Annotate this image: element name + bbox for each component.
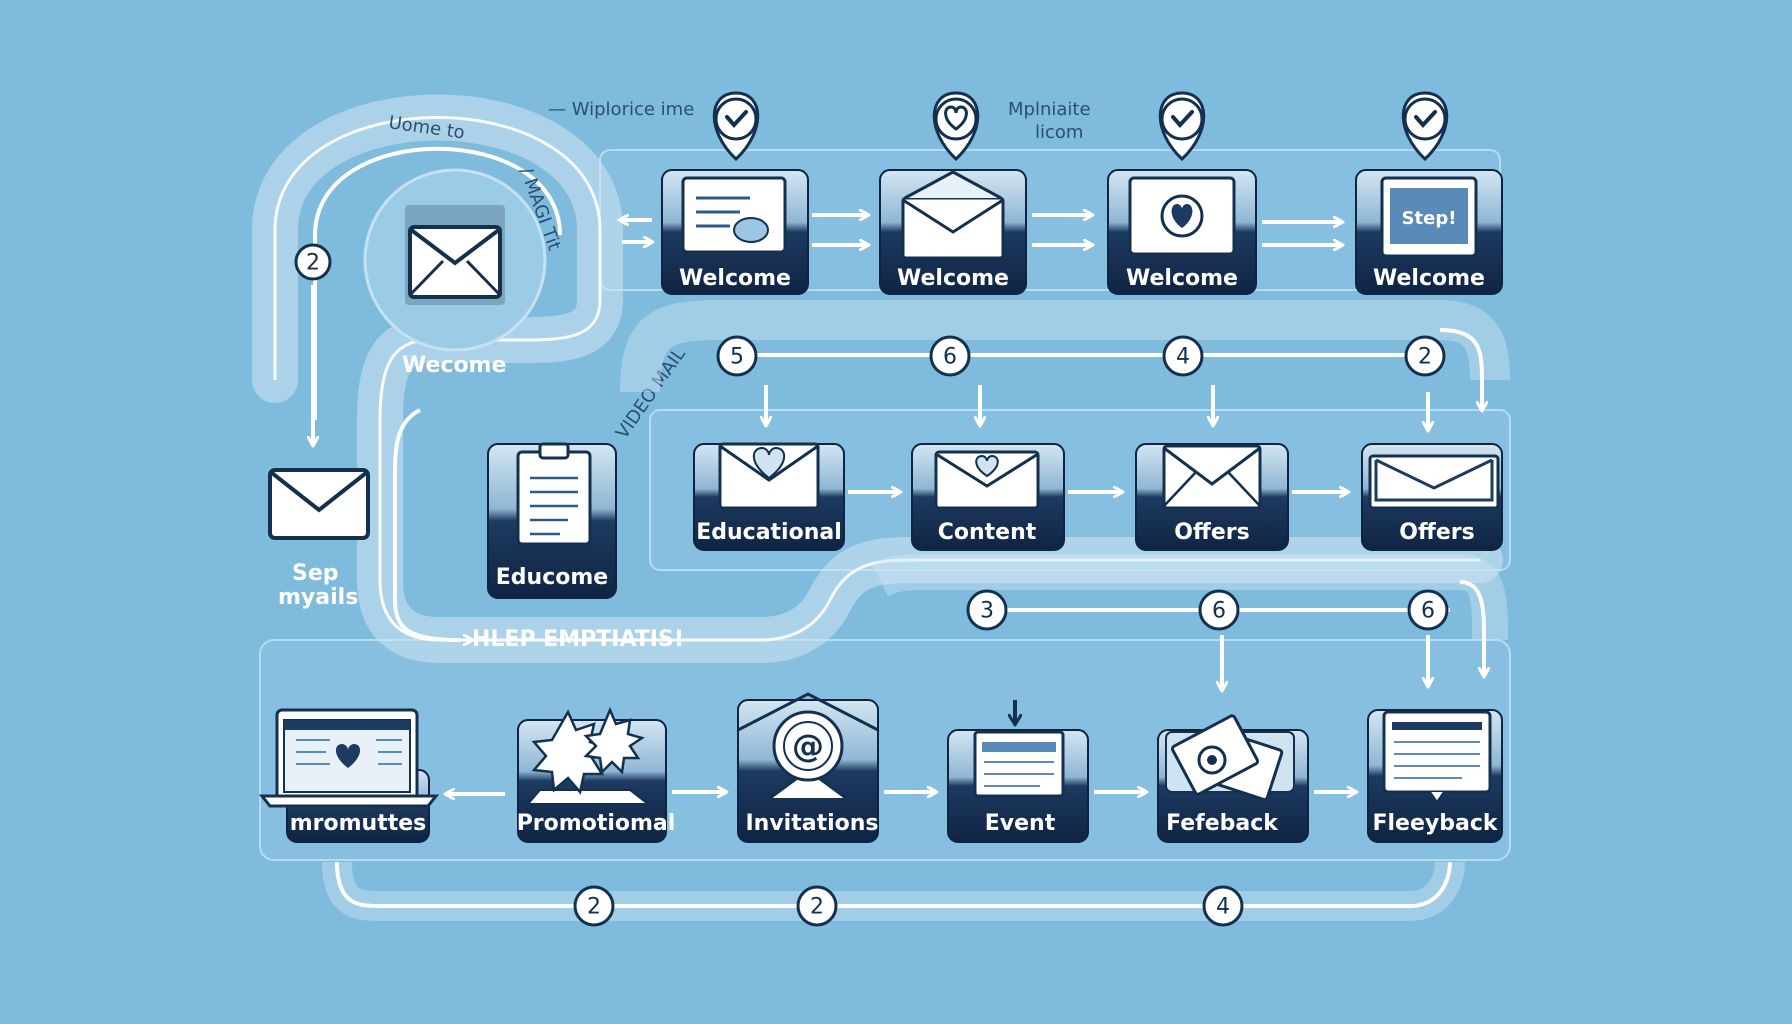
badge-text: 6 [1212,599,1226,624]
row3-node-3[interactable]: @ Invitations [737,692,879,843]
row3-node-6-label: Fleeyback [1372,811,1498,836]
bottom-badges: 2 2 4 [573,885,1244,927]
window-icon [973,730,1065,798]
row3-node-1[interactable]: mromuttes [258,708,440,843]
row3-node-3-label: Invitations [745,811,878,836]
row3-badges: 3 6 6 [966,589,1449,631]
envelope-icon [1162,444,1262,510]
hub-envelope-icon [405,205,505,305]
heart-pin-icon [932,91,980,162]
row3-node-5-label: Fefeback [1166,811,1279,836]
heart-envelope-icon [934,450,1040,510]
row2-node-1-label: Educational [696,520,842,545]
row3-node-4[interactable]: Event [947,729,1089,843]
badge-text: 4 [1216,895,1230,920]
row2-side-node-label: Educome [496,565,608,590]
step-badge: 2 [796,885,838,927]
step-window-text: Step! [1402,208,1457,229]
row1-node-4[interactable]: Step! Welcome [1355,169,1503,295]
row1-node-1-label: Welcome [679,266,791,291]
row2-node-4-label: Offers [1399,520,1474,545]
at-sign-icon: @ [737,692,879,800]
badge-text: 4 [1176,345,1190,370]
row2-node-3-label: Offers [1174,520,1249,545]
badge-text: 2 [1418,345,1432,370]
left-label-1: Sep [292,561,339,586]
step-badge: 6 [929,335,971,377]
caption-top-mid-1: Mplniaite [1008,99,1091,120]
check-pin-icon [1158,91,1206,162]
row3-node-4-label: Event [985,811,1056,836]
hub-badge: 2 [294,243,332,281]
badge-text: 5 [730,345,744,370]
badge-text: 6 [1421,599,1435,624]
caption-top-left: — Wiplorice ime [548,99,694,120]
step-badge: 2 [1404,335,1446,377]
caption-top-mid-2: licom [1035,122,1083,143]
row1-node-1[interactable]: Welcome [661,169,809,295]
heart-card-icon [1128,176,1236,256]
row1-node-4-label: Welcome [1373,266,1485,291]
step-badge: 6 [1407,589,1449,631]
hub-emphasis: HLEP EMPTIATIS! [472,627,684,652]
bottom-track [322,861,1465,921]
row1-node-2-label: Welcome [897,266,1009,291]
left-label-2: myails [278,585,358,610]
row3-node-2-label: Promotiomal [517,811,676,836]
badge-text: 3 [980,599,994,624]
feedback-screen-icon [1382,710,1492,804]
clipboard-icon [516,442,592,546]
row3-node-6[interactable]: Fleeyback [1367,709,1503,843]
row2-side-node[interactable]: Educome [487,442,617,599]
row2-down-arrows [766,385,1428,430]
row2-node-1[interactable]: Educational [693,442,845,551]
row1-pins [712,91,1449,162]
card-icon [1165,714,1295,802]
row1-node-3-label: Welcome [1126,266,1238,291]
envelope-icon [901,170,1005,260]
step-badge: 4 [1202,885,1244,927]
row2-node-3[interactable]: Offers [1135,443,1289,551]
svg-text:@: @ [792,727,824,765]
badge-text: 2 [810,895,824,920]
step-badge: 3 [966,589,1008,631]
laptop-heart-icon [258,708,440,808]
badge-text: 6 [943,345,957,370]
side-envelope-icon [268,468,370,540]
heart-envelope-icon [718,442,820,510]
row2-node-2-label: Content [938,520,1037,545]
row1-node-2[interactable]: Welcome [879,169,1027,295]
hub-badge-text: 2 [306,251,320,276]
row3-node-2[interactable]: Promotiomal [517,706,676,843]
row2-badges: 5 6 4 2 [716,335,1446,377]
row1-node-3[interactable]: Welcome [1107,169,1257,295]
check-pin-icon [712,91,760,162]
burst-icon [525,706,651,805]
step-badge: 2 [573,885,615,927]
check-pin-icon [1401,91,1449,162]
step-window-icon: Step! [1380,176,1478,258]
message-card-icon [681,176,787,254]
row3-node-5[interactable]: Fefeback [1157,714,1309,843]
row1-arrows [620,215,1342,245]
step-badge: 4 [1162,335,1204,377]
step-badge: 5 [716,335,758,377]
row2-track [620,300,1510,410]
row2-node-2[interactable]: Content [911,443,1065,551]
hub-label: Wecome [402,353,506,378]
row2-node-4[interactable]: Offers [1361,443,1503,551]
row3-down-arrows [1015,635,1428,724]
open-envelope-icon [1368,454,1500,510]
step-badge: 6 [1198,589,1240,631]
row3-node-1-label: mromuttes [290,811,427,836]
badge-text: 2 [587,895,601,920]
row3-arrows [446,792,1356,794]
